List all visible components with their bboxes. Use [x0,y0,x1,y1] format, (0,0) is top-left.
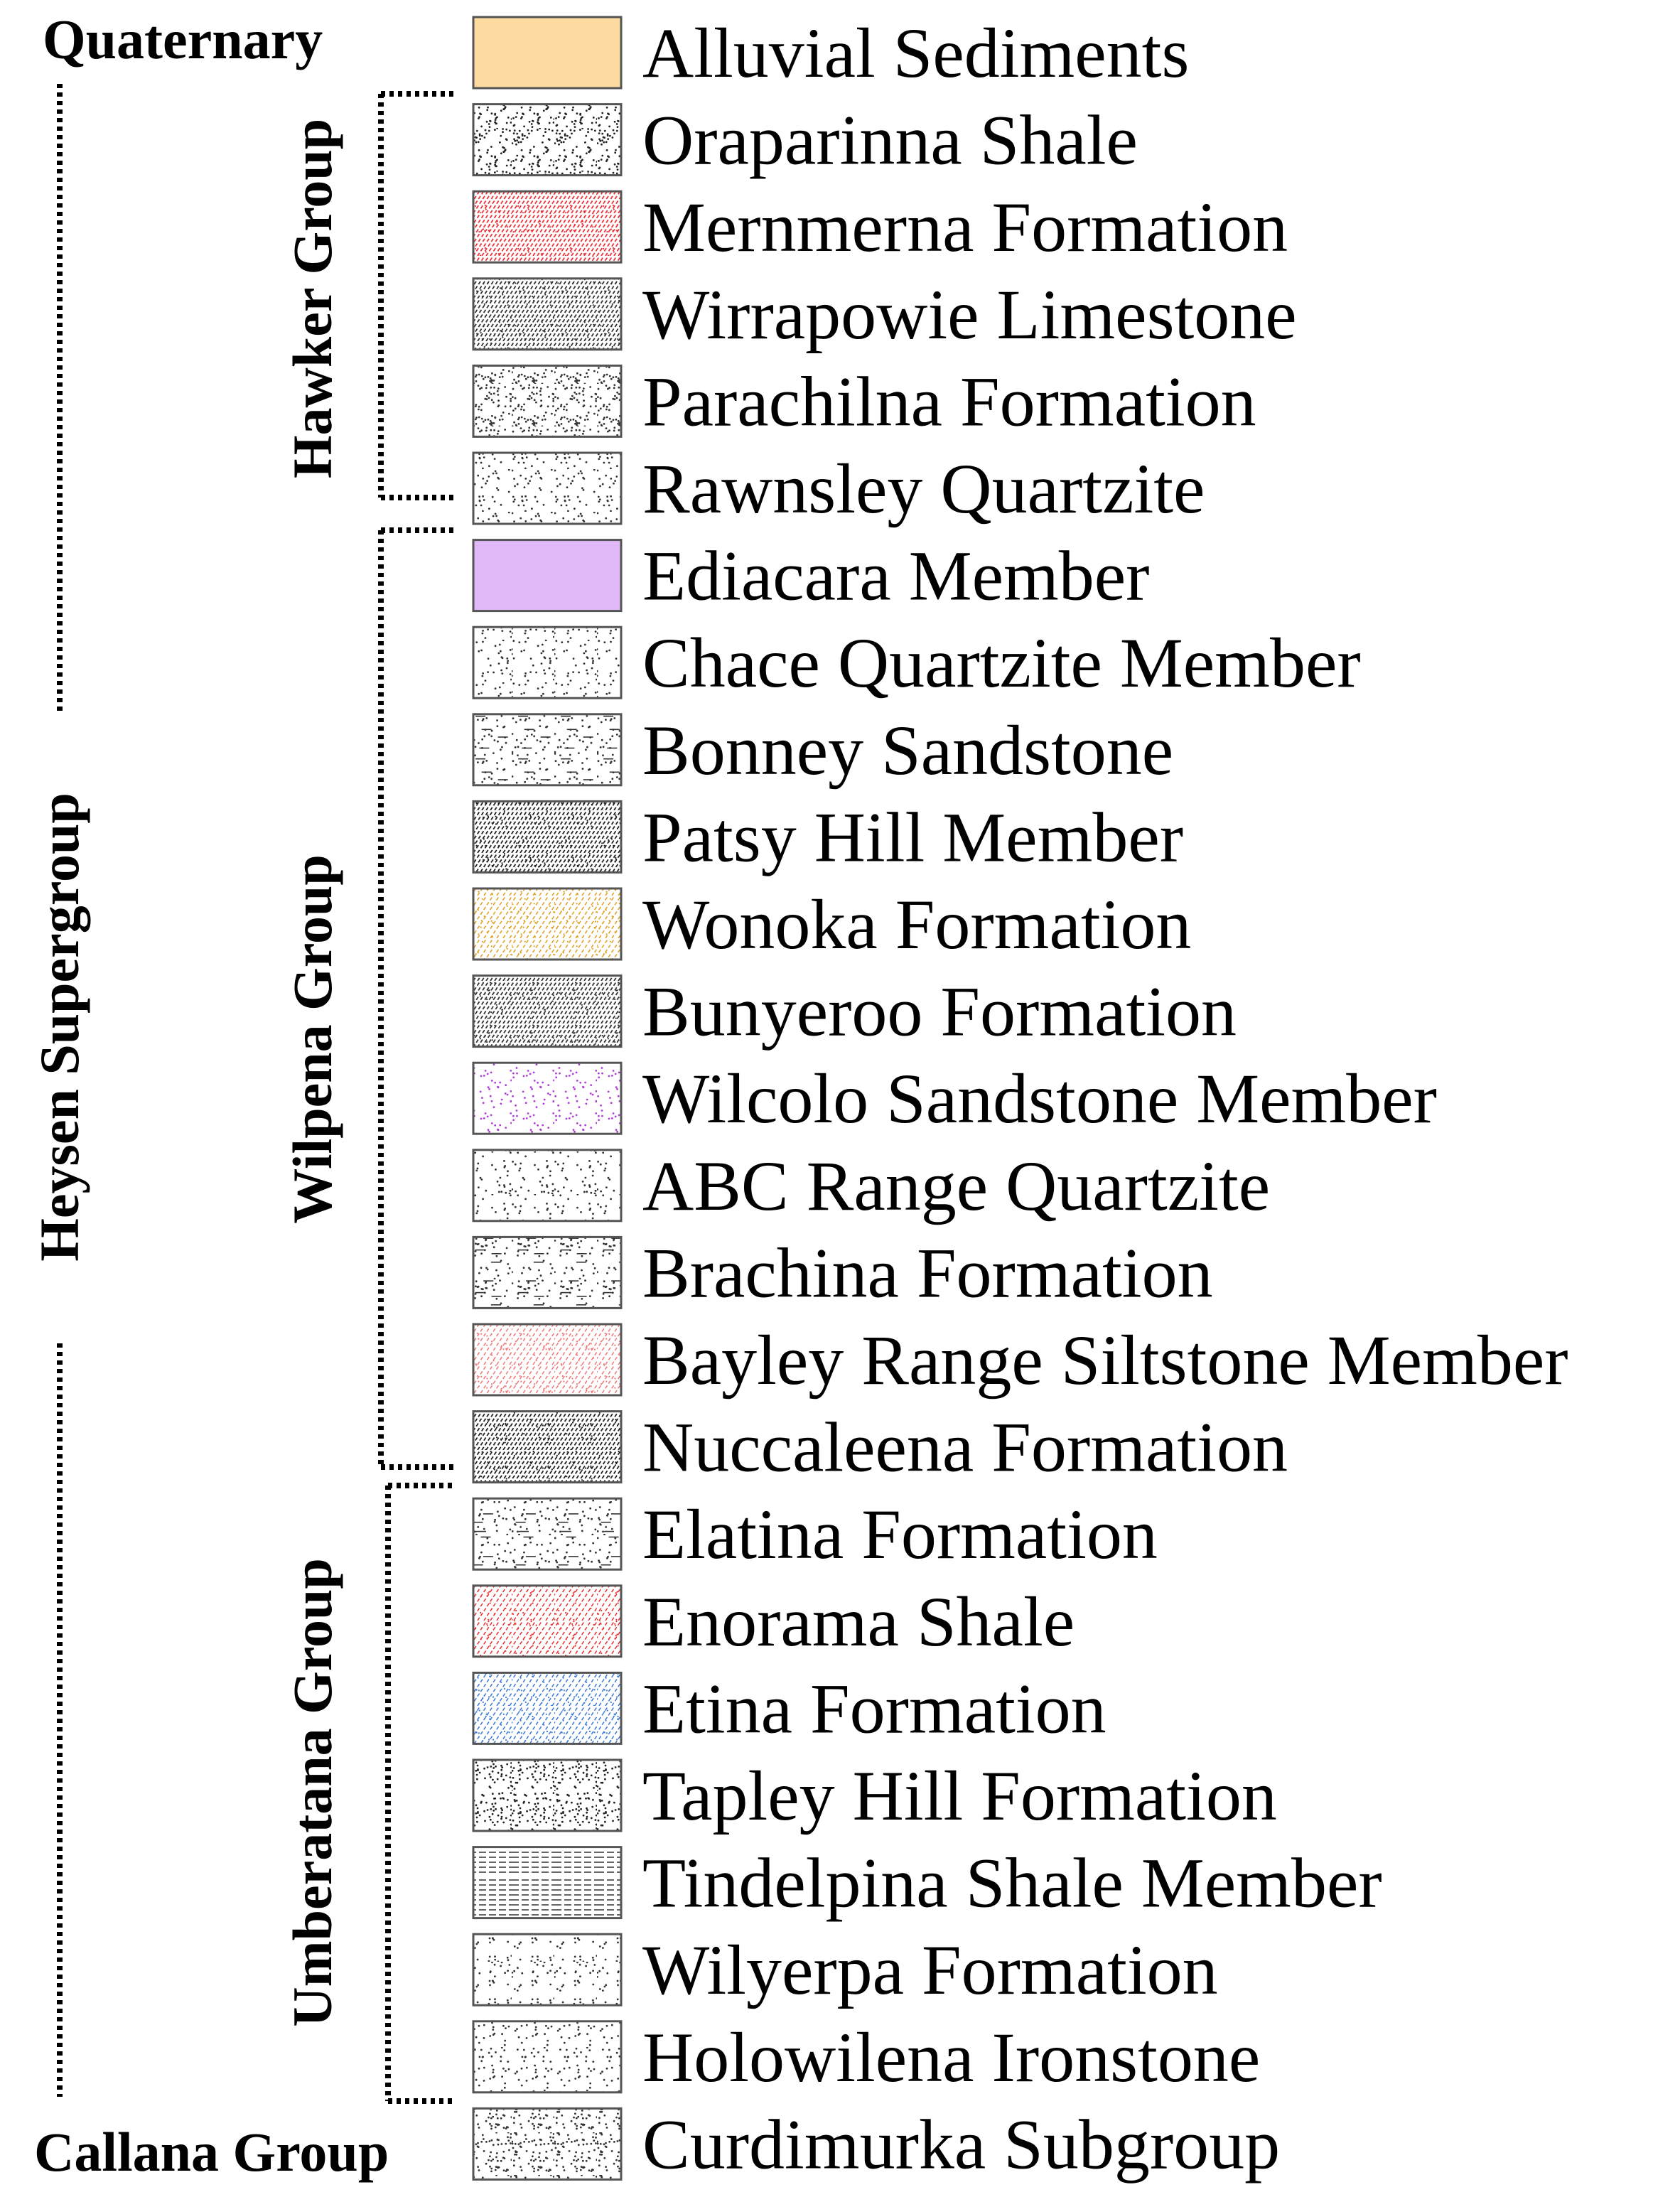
legend-item: Enorama Shale [472,1582,1075,1661]
legend-swatch [472,1323,623,1397]
legend-label: Patsy Hill Member [642,797,1183,876]
legend-swatch [472,1410,623,1484]
legend-label: Mernmerna Formation [642,188,1288,267]
legend-swatch [472,190,623,264]
legend-item: Holowilena Ironstone [472,2018,1260,2097]
legend-swatch [472,713,623,787]
legend-label: Rawnsley Quartzite [642,449,1205,528]
legend-swatch [472,103,623,177]
legend-item: Elatina Formation [472,1495,1158,1574]
umberatana-group-label: Umberatana Group [281,1558,343,2026]
legend-item: Parachilna Formation [472,362,1256,441]
legend-item: Chace Quartzite Member [472,623,1361,702]
legend-label: Etina Formation [642,1669,1106,1748]
legend-swatch [472,887,623,961]
legend-swatch [472,2020,623,2094]
legend-swatch [472,1846,623,1920]
legend-item: Ediacara Member [472,537,1149,616]
legend-swatch [472,974,623,1048]
legend-swatch [472,1933,623,2007]
legend-item: Mernmerna Formation [472,188,1288,267]
legend-item: Alluvial Sediments [472,14,1189,92]
legend-label: Enorama Shale [642,1582,1075,1661]
heysen-supergroup-label: Heysen Supergroup [28,793,90,1262]
legend-label: Tapley Hill Formation [642,1756,1277,1835]
legend-label: Wilcolo Sandstone Member [642,1059,1437,1138]
legend-item: Wilyerpa Formation [472,1930,1218,2009]
legend-swatch [472,1061,623,1135]
legend-item: Brachina Formation [472,1233,1213,1312]
legend-item: Bayley Range Siltstone Member [472,1321,1568,1400]
legend-swatch [472,800,623,874]
legend-label: Oraparinna Shale [642,101,1138,180]
quaternary-header: Quaternary [43,9,323,70]
legend-label: Curdimurka Subgroup [642,2105,1280,2183]
legend-label: Bonney Sandstone [642,711,1173,790]
legend-swatch [472,451,623,525]
legend-item: Rawnsley Quartzite [472,449,1205,528]
legend-label: Wirrapowie Limestone [642,275,1297,354]
legend-item: Wirrapowie Limestone [472,275,1297,354]
legend-swatch [472,1497,623,1571]
wilpena-group-label: Wilpena Group [281,854,343,1223]
legend-item: Patsy Hill Member [472,797,1183,876]
legend-label: Elatina Formation [642,1495,1158,1574]
hawker-group-label: Hawker Group [281,119,343,478]
legend-swatch [472,364,623,438]
legend-label: Wilyerpa Formation [642,1930,1218,2009]
legend-item: Curdimurka Subgroup [472,2105,1280,2183]
legend-swatch [472,1149,623,1223]
legend-swatch [472,1671,623,1745]
legend-label: Holowilena Ironstone [642,2018,1260,2097]
legend-swatch [472,1758,623,1832]
legend-label: Brachina Formation [642,1233,1213,1312]
legend-label: ABC Range Quartzite [642,1146,1270,1225]
legend-label: Tindelpina Shale Member [642,1844,1382,1923]
legend-label: Chace Quartzite Member [642,623,1361,702]
legend-label: Ediacara Member [642,537,1149,616]
legend-label: Nuccaleena Formation [642,1408,1288,1487]
legend-swatch [472,16,623,90]
legend-item: Wonoka Formation [472,885,1191,964]
legend-item: Oraparinna Shale [472,101,1138,180]
legend-label: Alluvial Sediments [642,14,1189,92]
legend-item: Tindelpina Shale Member [472,1844,1382,1923]
legend-item: Tapley Hill Formation [472,1756,1277,1835]
callana-group-header: Callana Group [34,2121,389,2183]
hawker-group-bracket [378,91,455,500]
legend-item: ABC Range Quartzite [472,1146,1270,1225]
umberatana-group-bracket [385,1483,455,2104]
legend-swatch [472,1235,623,1309]
legend-label: Bayley Range Siltstone Member [642,1321,1568,1400]
legend-label: Parachilna Formation [642,362,1256,441]
legend-swatch [472,2107,623,2181]
legend-item: Nuccaleena Formation [472,1408,1288,1487]
legend-label: Wonoka Formation [642,885,1191,964]
legend-swatch [472,1584,623,1658]
legend-item: Bunyeroo Formation [472,972,1237,1051]
legend-item: Wilcolo Sandstone Member [472,1059,1437,1138]
legend-item: Bonney Sandstone [472,711,1173,790]
wilpena-group-bracket [378,527,455,1470]
legend-swatch [472,277,623,351]
legend-label: Bunyeroo Formation [642,972,1237,1051]
legend-item: Etina Formation [472,1669,1106,1748]
legend-swatch [472,625,623,699]
legend-swatch [472,539,623,613]
